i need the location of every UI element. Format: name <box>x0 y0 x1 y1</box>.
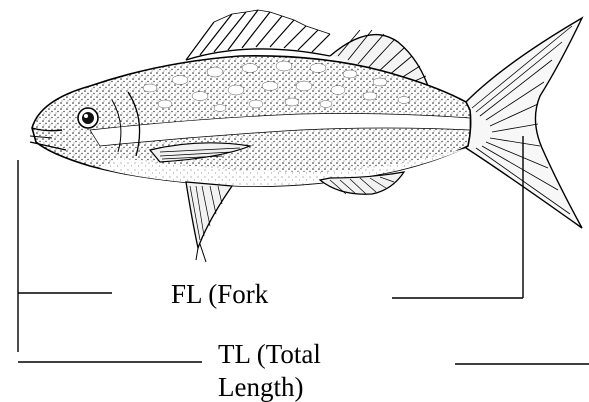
pelvic-fin <box>186 182 232 262</box>
eye-icon <box>78 108 98 128</box>
fork-length-label: FL (Fork <box>171 281 268 308</box>
fish-measurement-diagram: FL (Fork TL (Total Length) <box>0 0 589 389</box>
fish-illustration <box>0 0 589 389</box>
dorsal-fin-spiny <box>186 10 330 60</box>
caudal-fin <box>462 18 582 228</box>
total-length-label-line-2: Length) <box>218 374 303 401</box>
total-length-label: TL (Total <box>218 341 321 368</box>
